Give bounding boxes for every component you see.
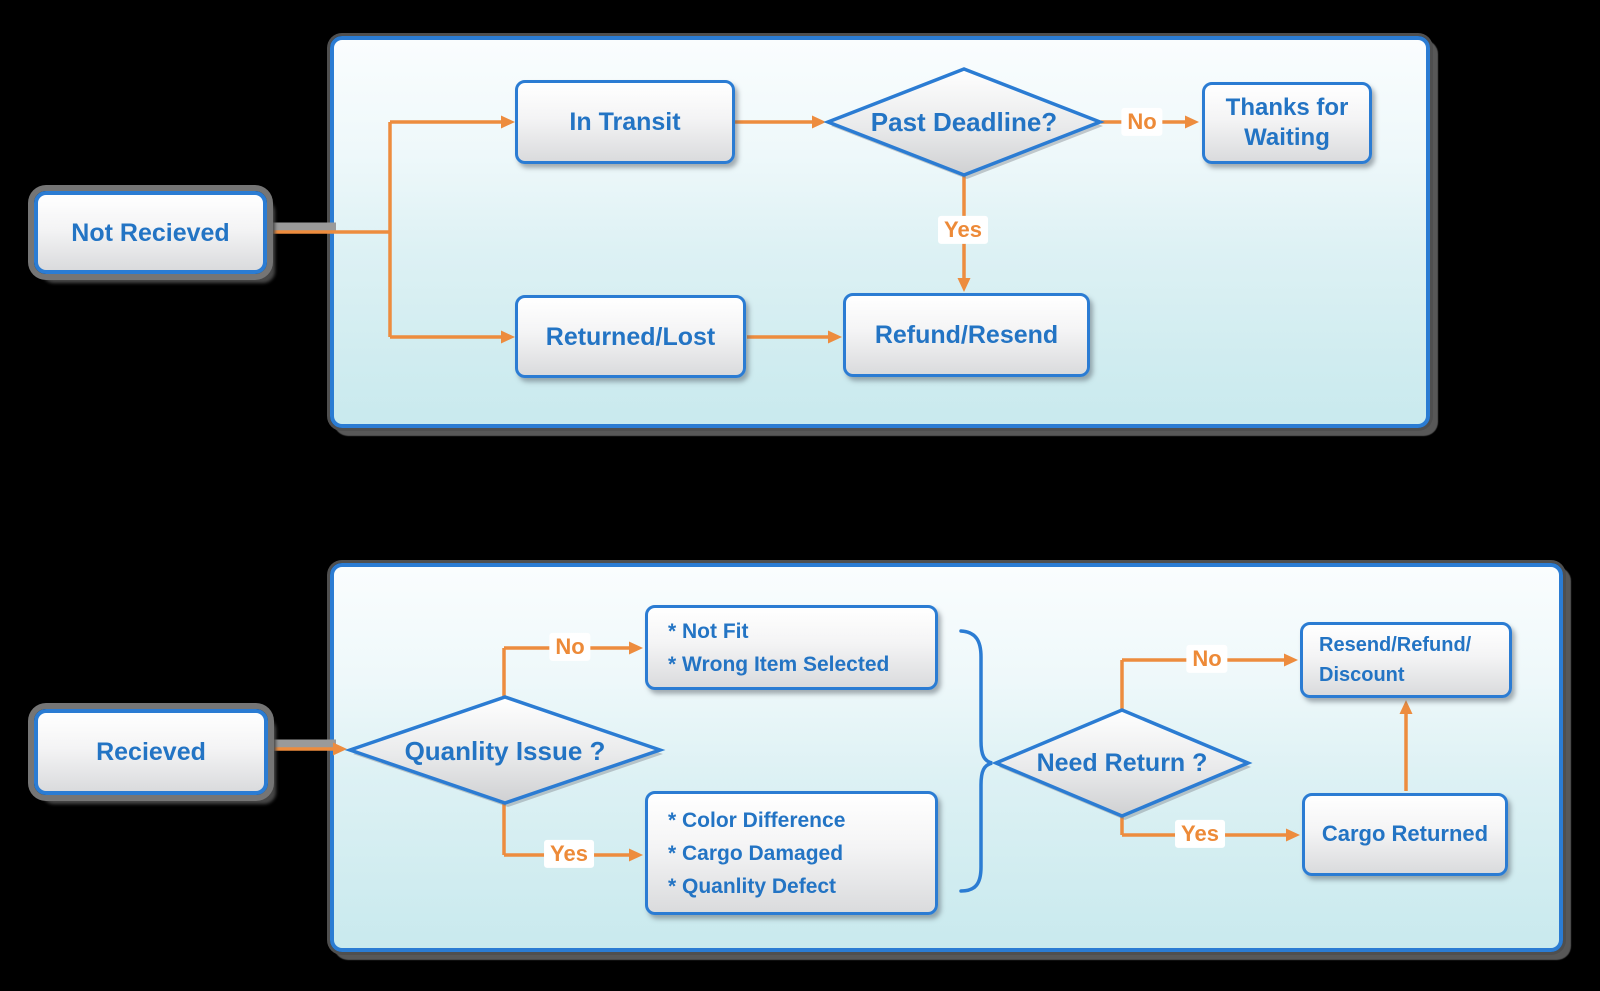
need-return-label: Need Return ?: [1036, 748, 1208, 777]
thanks-line2: Waiting: [1244, 124, 1330, 151]
in-transit-label: In Transit: [569, 108, 681, 136]
no-quality-reasons-node: * Not Fit * Wrong Item Selected: [645, 605, 938, 690]
cargo-returned-node: Cargo Returned: [1302, 793, 1508, 876]
not-received-start-node: Not Recieved: [34, 191, 267, 274]
returned-lost-node: Returned/Lost: [515, 295, 746, 378]
need-return-no-chip: No: [1186, 644, 1228, 674]
received-start-label: Recieved: [96, 738, 206, 766]
resend-line1: Resend/Refund/: [1319, 634, 1472, 656]
past-deadline-diamond: [823, 67, 1105, 177]
reason-cargo-damaged: * Cargo Damaged: [668, 841, 844, 865]
quality-yes-chip: Yes: [544, 839, 594, 869]
need-return-diamond: [991, 708, 1253, 818]
past-deadline-label: Past Deadline?: [870, 106, 1058, 137]
thanks-line1: Thanks for: [1225, 94, 1349, 121]
quality-issue-diamond: [344, 695, 666, 805]
reason-wrong-item: * Wrong Item Selected: [668, 652, 890, 676]
reason-quality-defect: * Quanlity Defect: [668, 874, 837, 898]
resend-line2: Discount: [1319, 664, 1405, 686]
need-return-yes-chip: Yes: [1175, 819, 1225, 849]
quality-no-chip: No: [549, 632, 591, 662]
cargo-returned-label: Cargo Returned: [1321, 821, 1489, 847]
past-deadline-yes-chip: Yes: [938, 215, 988, 245]
resend-refund-discount-node: Resend/Refund/ Discount: [1300, 622, 1512, 698]
past-deadline-no-chip: No: [1121, 107, 1163, 137]
thanks-for-waiting-node: Thanks for Waiting: [1202, 82, 1372, 164]
not-received-start-label: Not Recieved: [71, 218, 230, 247]
refund-resend-node: Refund/Resend: [843, 293, 1090, 377]
reason-not-fit: * Not Fit: [668, 619, 749, 643]
returned-lost-label: Returned/Lost: [545, 322, 716, 351]
reason-color-difference: * Color Difference: [668, 808, 846, 832]
yes-quality-reasons-node: * Color Difference * Cargo Damaged * Qua…: [645, 791, 938, 915]
refund-resend-label: Refund/Resend: [874, 321, 1059, 349]
curly-brace: [959, 629, 993, 893]
quality-issue-label: Quanlity Issue ?: [404, 735, 606, 766]
received-start-node: Recieved: [34, 709, 268, 795]
in-transit-node: In Transit: [515, 80, 735, 164]
